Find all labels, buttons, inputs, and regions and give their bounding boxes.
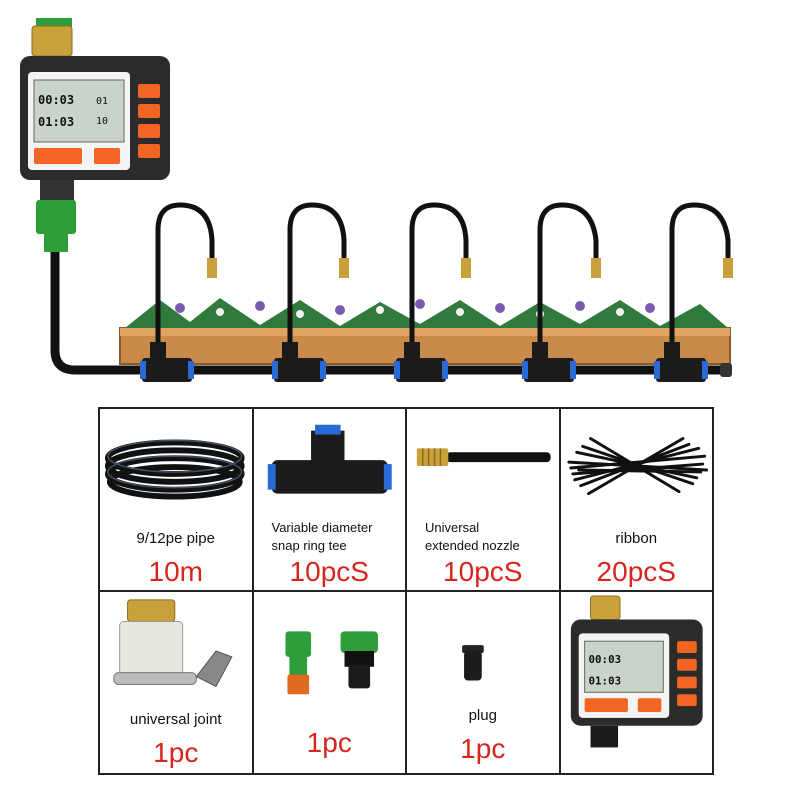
item-label-line2: snap ring tee: [271, 538, 347, 553]
water-timer-device: 00:03 01:03 01 10: [20, 18, 170, 252]
faucet-joint-icon: [113, 599, 233, 688]
item-nozzle: Universal extended nozzle 10pcS: [407, 409, 561, 592]
quick-connectors-icon: [284, 631, 378, 695]
timer-display-right1: 01: [96, 96, 108, 107]
item-tee: Variable diameter snap ring tee 10pcS: [253, 409, 407, 592]
timer-display-row1: 00:03: [38, 93, 74, 107]
mini-display-row1: 00:03: [588, 653, 621, 666]
extended-nozzle-icon: [416, 448, 551, 467]
timer-display-right2: 10: [96, 116, 108, 127]
riser-assemblies: [140, 202, 733, 382]
item-pipe: 9/12pe pipe 10m: [100, 409, 254, 592]
timer-display-row2: 01:03: [38, 115, 74, 129]
main-hose: [50, 250, 725, 375]
water-timer-icon: 00:03 01:03: [570, 595, 703, 748]
mini-display-row2: 01:03: [588, 674, 621, 687]
coiled-pipe-icon: [104, 439, 245, 500]
item-water-timer: 00:03 01:03: [560, 592, 714, 775]
item-label-line1: Universal: [425, 520, 480, 535]
item-quantity: 10pcS: [289, 556, 369, 587]
item-universal-joint: universal joint 1pc: [100, 592, 254, 775]
tee-connector-icon: [267, 424, 392, 494]
item-ribbon: ribbon 20pcS: [560, 409, 714, 592]
item-quantity: 20pcS: [596, 556, 676, 587]
item-quick-connectors: 1pc: [253, 592, 407, 775]
item-label: plug: [468, 707, 497, 724]
riser-2: [272, 202, 349, 382]
item-quantity: 10m: [148, 556, 203, 587]
planter-box: [119, 298, 731, 365]
item-quantity: 1pc: [153, 737, 199, 768]
cable-ties-icon: [566, 437, 708, 496]
riser-4: [522, 202, 601, 382]
item-label: 9/12pe pipe: [136, 530, 215, 547]
item-label-line2: extended nozzle: [425, 538, 520, 553]
riser-5: [654, 202, 733, 382]
item-plug: plug 1pc: [407, 592, 561, 775]
accessories-grid: 9/12pe pipe 10m Variable diameter snap r…: [98, 407, 714, 775]
item-quantity: 1pc: [306, 727, 352, 758]
item-quantity: 1pc: [460, 733, 506, 764]
riser-1: [140, 202, 217, 382]
end-plug: [720, 363, 732, 377]
plug-icon: [462, 645, 484, 681]
riser-3: [394, 202, 471, 382]
irrigation-kit-illustration: 00:03 01:03 01 10: [20, 18, 733, 382]
item-label: universal joint: [129, 711, 222, 728]
item-label: ribbon: [615, 530, 658, 547]
item-quantity: 10pcS: [443, 556, 523, 587]
item-label-line1: Variable diameter: [271, 520, 373, 535]
